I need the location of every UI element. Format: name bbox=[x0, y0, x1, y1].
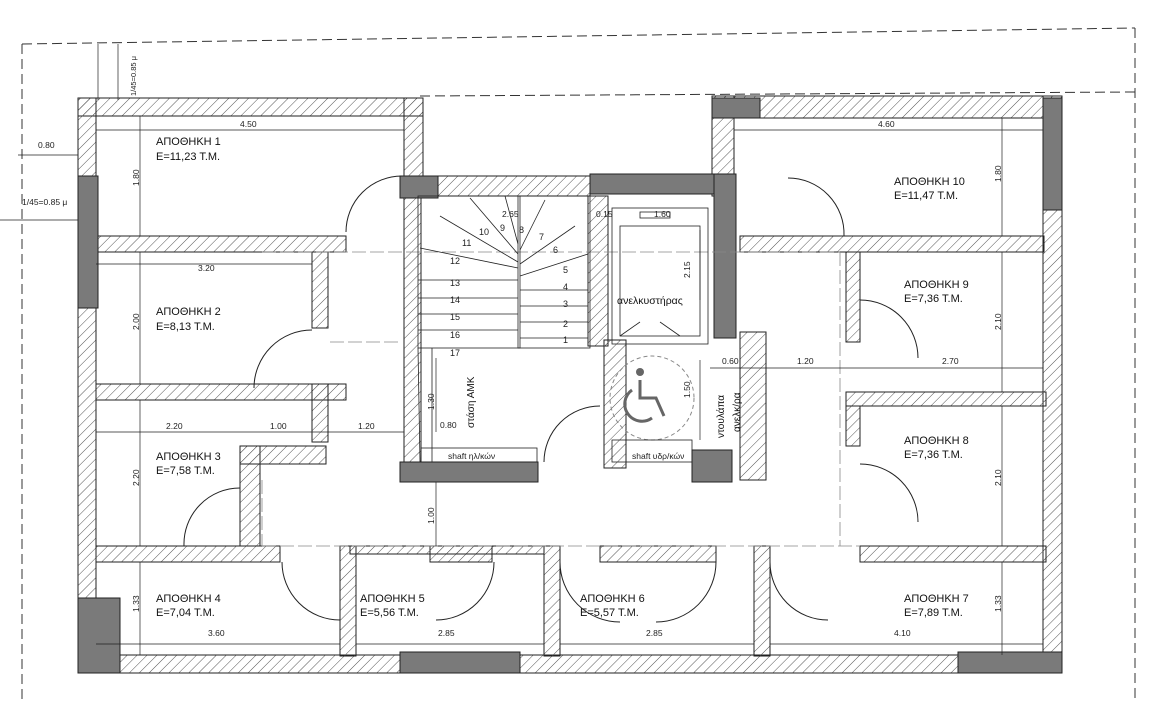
step-11: 11 bbox=[462, 238, 471, 248]
step-13: 13 bbox=[450, 278, 460, 288]
room-4-name: ΑΠΟΘΗΚΗ 4 bbox=[156, 593, 221, 605]
duct-label-2: ανελκ/ρα bbox=[732, 392, 743, 432]
step-15: 15 bbox=[450, 312, 460, 322]
room-7-area: Ε=7,89 Τ.Μ. bbox=[904, 607, 963, 619]
step-1: 1 bbox=[563, 335, 568, 345]
stair-step-numbers: 1 2 3 4 5 6 7 8 9 10 11 12 13 14 15 16 1… bbox=[450, 223, 568, 358]
dimension-texts: 4.50 4.60 3.20 2.70 2.20 1.00 1.20 1.20 … bbox=[22, 56, 1003, 638]
dim-100-h: 1.00 bbox=[270, 421, 287, 431]
dimension-lines bbox=[0, 44, 1043, 655]
dim-360: 3.60 bbox=[208, 628, 225, 638]
dim-160: 1.60 bbox=[654, 209, 671, 219]
staircase bbox=[417, 195, 591, 463]
room-1-name: ΑΠΟΘΗΚΗ 1 bbox=[156, 136, 221, 148]
step-5: 5 bbox=[563, 265, 568, 275]
dashed-guides bbox=[261, 251, 860, 547]
step-12: 12 bbox=[450, 256, 460, 266]
dim-085-top: 1/45=0.85 μ bbox=[129, 56, 138, 96]
room-4-area: Ε=7,04 Τ.Μ. bbox=[156, 607, 215, 619]
duct-label-1: ντουλάπα bbox=[715, 395, 727, 438]
room-10-name: ΑΠΟΘΗΚΗ 10 bbox=[894, 176, 965, 188]
dim-133-right: 1.33 bbox=[993, 595, 1003, 612]
dim-460: 4.60 bbox=[878, 119, 895, 129]
dim-450: 4.50 bbox=[240, 119, 257, 129]
dim-120-h2: 1.20 bbox=[797, 356, 814, 366]
room-5-area: Ε=5,56 Τ.Μ. bbox=[360, 607, 419, 619]
room-1-area: Ε=11,23 Τ.Μ. bbox=[156, 151, 220, 163]
elevator-shaft bbox=[611, 207, 709, 345]
step-14: 14 bbox=[450, 295, 460, 305]
dim-080-amk: 0.80 bbox=[440, 420, 457, 430]
room-8-area: Ε=7,36 Τ.Μ. bbox=[904, 449, 963, 461]
amk-stop-label: στάση ΑΜΚ bbox=[465, 376, 477, 428]
step-8: 8 bbox=[519, 225, 524, 235]
dim-285-b: 2.85 bbox=[646, 628, 663, 638]
step-3: 3 bbox=[563, 299, 568, 309]
elevator-label: ανελκυστήρας bbox=[617, 295, 683, 307]
dim-085: 1/45=0.85 μ bbox=[22, 197, 67, 207]
shaft-boxes bbox=[420, 439, 693, 463]
dim-210-r8: 2.10 bbox=[993, 469, 1003, 486]
dim-060: 0.60 bbox=[722, 356, 739, 366]
door-swings bbox=[183, 175, 919, 623]
shaft-electric-label: shaft ηλ/κών bbox=[448, 451, 495, 461]
plot-boundary bbox=[21, 27, 1136, 700]
room-9-name: ΑΠΟΘΗΚΗ 9 bbox=[904, 279, 969, 291]
dim-270: 2.70 bbox=[942, 356, 959, 366]
dim-180-right: 1.80 bbox=[993, 165, 1003, 182]
dim-150: 1.50 bbox=[682, 381, 692, 398]
step-2: 2 bbox=[563, 319, 568, 329]
room-labels: ΑΠΟΘΗΚΗ 1 Ε=11,23 Τ.Μ. ΑΠΟΘΗΚΗ 2 Ε=8,13 … bbox=[156, 136, 969, 619]
dim-080-left: 0.80 bbox=[38, 140, 55, 150]
dim-215: 2.15 bbox=[682, 261, 692, 278]
dim-220-v: 2.20 bbox=[131, 469, 141, 486]
step-17: 17 bbox=[450, 348, 460, 358]
dim-320: 3.20 bbox=[198, 263, 215, 273]
room-2-name: ΑΠΟΘΗΚΗ 2 bbox=[156, 306, 221, 318]
room-5-name: ΑΠΟΘΗΚΗ 5 bbox=[360, 593, 425, 605]
dim-120-h: 1.20 bbox=[358, 421, 375, 431]
structural-columns bbox=[77, 97, 1063, 674]
step-16: 16 bbox=[450, 330, 460, 340]
room-6-name: ΑΠΟΘΗΚΗ 6 bbox=[580, 593, 645, 605]
room-7-name: ΑΠΟΘΗΚΗ 7 bbox=[904, 593, 969, 605]
dim-180-left: 1.80 bbox=[131, 169, 141, 186]
dim-130: 1.30 bbox=[426, 393, 436, 410]
dim-015: 0.15 bbox=[596, 209, 613, 219]
step-7: 7 bbox=[539, 232, 544, 242]
room-10-area: Ε=11,47 Τ.Μ. bbox=[894, 190, 958, 202]
wheelchair-icon bbox=[609, 355, 695, 441]
room-6-area: Ε=5,57 Τ.Μ. bbox=[580, 607, 639, 619]
room-3-name: ΑΠΟΘΗΚΗ 3 bbox=[156, 451, 221, 463]
step-6: 6 bbox=[553, 245, 558, 255]
dim-200: 2.00 bbox=[131, 313, 141, 330]
room-3-area: Ε=7,58 Τ.Μ. bbox=[156, 465, 215, 477]
room-2-area: Ε=8,13 Τ.Μ. bbox=[156, 321, 215, 333]
shaft-water-label: shaft υδρ/κών bbox=[632, 451, 684, 461]
dim-133-left: 1.33 bbox=[131, 595, 141, 612]
dim-100-v: 1.00 bbox=[426, 507, 436, 524]
dim-210-r9: 2.10 bbox=[993, 313, 1003, 330]
dim-285-a: 2.85 bbox=[438, 628, 455, 638]
step-10: 10 bbox=[479, 227, 489, 237]
step-9: 9 bbox=[500, 223, 505, 233]
room-8-name: ΑΠΟΘΗΚΗ 8 bbox=[904, 435, 969, 447]
room-9-area: Ε=7,36 Τ.Μ. bbox=[904, 293, 963, 305]
hatched-walls bbox=[77, 95, 1063, 674]
dim-265: 2.65 bbox=[502, 209, 519, 219]
dim-220: 2.20 bbox=[166, 421, 183, 431]
dim-410: 4.10 bbox=[894, 628, 911, 638]
step-4: 4 bbox=[563, 282, 568, 292]
